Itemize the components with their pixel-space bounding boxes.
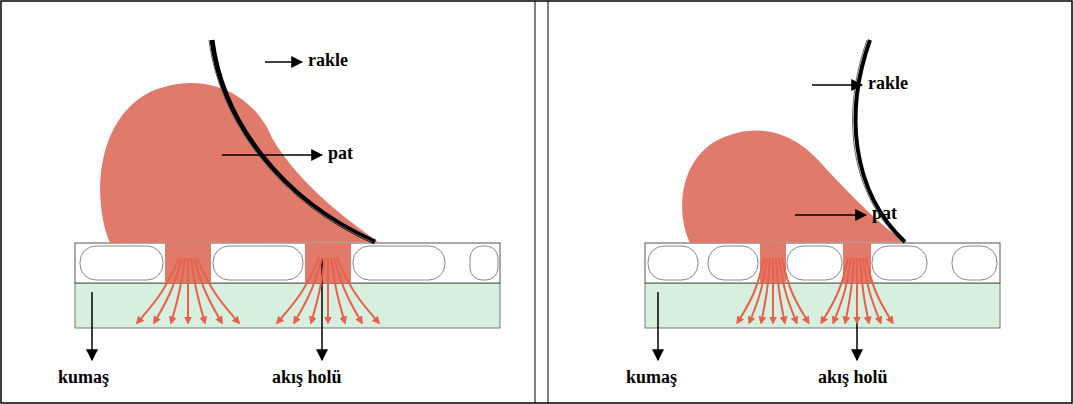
flow-streak bbox=[194, 258, 222, 323]
flow-streak bbox=[191, 258, 205, 323]
flow-streak bbox=[154, 258, 182, 323]
flow-streaks bbox=[137, 258, 893, 323]
flow-streak bbox=[337, 258, 379, 323]
divider bbox=[535, 1, 536, 403]
squeegee-edge bbox=[853, 40, 902, 242]
flow-streak bbox=[277, 258, 319, 323]
flow-streak bbox=[833, 258, 851, 323]
flow-streak bbox=[171, 258, 185, 323]
flow-streak bbox=[334, 258, 362, 323]
squeegee bbox=[212, 40, 375, 242]
flow-streak bbox=[866, 258, 893, 323]
squeegee bbox=[856, 40, 905, 242]
paste bbox=[682, 131, 905, 243]
screen-mesh bbox=[645, 243, 1000, 283]
leader-lines bbox=[658, 85, 866, 360]
flow-streak bbox=[779, 258, 797, 323]
flow-streak bbox=[311, 258, 325, 323]
flow-streak bbox=[187, 258, 189, 323]
flow-streak bbox=[294, 258, 322, 323]
flow-streak bbox=[331, 258, 345, 323]
flow-streak bbox=[197, 258, 239, 323]
paste-label: pat bbox=[328, 144, 353, 164]
mesh-holes bbox=[80, 246, 498, 280]
screen-mesh bbox=[75, 243, 500, 283]
mesh-holes bbox=[648, 246, 997, 280]
fabric-label: kumaş bbox=[626, 368, 677, 388]
flow-hole-label: akış holü bbox=[818, 368, 888, 388]
flow-streak bbox=[845, 258, 854, 323]
flow-streak bbox=[749, 258, 767, 323]
flow-streak bbox=[782, 258, 809, 323]
fabric-label: kumaş bbox=[58, 368, 109, 388]
flow-streak bbox=[761, 258, 770, 323]
flow-streak bbox=[856, 258, 858, 323]
flow-streak bbox=[327, 258, 329, 323]
squeegee-label: rakle bbox=[308, 51, 348, 71]
squeegee-label: rakle bbox=[868, 74, 908, 94]
flow-streak bbox=[863, 258, 881, 323]
divider bbox=[548, 1, 549, 403]
leader-lines bbox=[92, 62, 322, 360]
flow-streak bbox=[137, 258, 179, 323]
squeegee-edge bbox=[209, 40, 372, 242]
flow-streak bbox=[772, 258, 774, 323]
flow-hole-label: akış holü bbox=[272, 368, 342, 388]
paste-label: pat bbox=[872, 204, 897, 224]
